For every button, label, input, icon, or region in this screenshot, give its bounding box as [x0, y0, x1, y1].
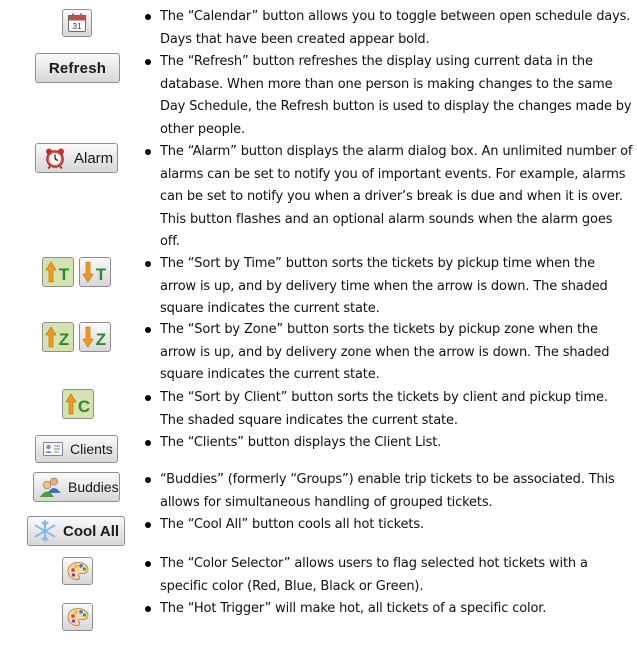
snowflake-icon	[33, 519, 57, 543]
refresh-button[interactable]: Refresh	[35, 53, 120, 83]
buddies-button[interactable]: Buddies	[33, 472, 120, 502]
description-item: The “Calendar” button allows you to togg…	[144, 6, 634, 51]
description-text: The “Clients” button displays the Client…	[160, 435, 442, 450]
cool-all-button-label: Cool All	[63, 522, 120, 540]
alarm-clock-icon	[44, 147, 66, 169]
description-text: The “Cool All” button cools all hot tick…	[160, 517, 424, 532]
description-item: The “Cool All” button cools all hot tick…	[144, 514, 634, 537]
calendar-icon: 31	[68, 13, 86, 32]
clients-button[interactable]: Clients	[35, 435, 118, 463]
refresh-button-label: Refresh	[48, 59, 107, 77]
buddies-button-label: Buddies	[68, 479, 119, 495]
description-text: The “Alarm” button displays the alarm di…	[160, 144, 633, 249]
arrow-up-icon: Z	[45, 326, 69, 349]
sort-time-down-button[interactable]: T	[79, 257, 111, 287]
arrow-down-icon: T	[82, 261, 107, 284]
color-selector-button[interactable]	[62, 557, 93, 585]
sort-time-up-button[interactable]: T	[42, 257, 74, 287]
sort-zone-down-button[interactable]: Z	[79, 322, 111, 352]
description-item: The “Alarm” button displays the alarm di…	[144, 141, 634, 254]
description-text: The “Calendar” button allows you to togg…	[160, 9, 631, 47]
sort-client-button[interactable]: C	[62, 389, 94, 419]
description-text: The “Sort by Client” button sorts the ti…	[160, 390, 608, 428]
clients-card-icon	[43, 441, 63, 457]
buddies-people-icon	[39, 476, 63, 498]
description-text: “Buddies” (formerly “Groups”) enable tri…	[160, 472, 615, 510]
alarm-button-label: Alarm	[74, 149, 114, 167]
sort-client-letter: C	[78, 397, 90, 416]
description-item: The “Sort by Time” button sorts the tick…	[144, 253, 634, 321]
calendar-button[interactable]: 31	[62, 9, 92, 37]
arrow-up-icon: C	[65, 393, 90, 416]
clients-button-label: Clients	[70, 441, 113, 457]
description-text: The “Sort by Zone” button sorts the tick…	[160, 322, 610, 382]
hot-trigger-button[interactable]	[62, 603, 93, 631]
calendar-day-text: 31	[73, 22, 82, 31]
sort-time-letter: T	[96, 265, 107, 284]
description-item: The “Color Selector” allows users to fla…	[144, 553, 634, 598]
arrow-up-icon: T	[45, 261, 70, 284]
color-palette-icon	[67, 608, 88, 626]
description-item: “Buddies” (formerly “Groups”) enable tri…	[144, 469, 634, 514]
description-item: The “Sort by Client” button sorts the ti…	[144, 387, 634, 432]
description-text: The “Refresh” button refreshes the displ…	[160, 54, 632, 137]
sort-zone-letter: Z	[59, 330, 69, 349]
sort-zone-up-button[interactable]: Z	[42, 322, 74, 352]
description-text: The “Sort by Time” button sorts the tick…	[160, 256, 608, 316]
description-item: The “Sort by Zone” button sorts the tick…	[144, 319, 634, 387]
alarm-button[interactable]: Alarm	[35, 143, 118, 173]
description-item: The “Clients” button displays the Client…	[144, 432, 634, 455]
description-item: The “Hot Trigger” will make hot, all tic…	[144, 598, 634, 621]
cool-all-button[interactable]: Cool All	[27, 516, 125, 546]
color-palette-icon	[67, 562, 88, 580]
description-text: The “Color Selector” allows users to fla…	[160, 556, 588, 594]
arrow-down-icon: Z	[82, 326, 106, 349]
sort-zone-letter: Z	[96, 330, 106, 349]
description-text: The “Hot Trigger” will make hot, all tic…	[160, 601, 547, 616]
description-item: The “Refresh” button refreshes the displ…	[144, 51, 634, 141]
sort-time-letter: T	[59, 265, 70, 284]
